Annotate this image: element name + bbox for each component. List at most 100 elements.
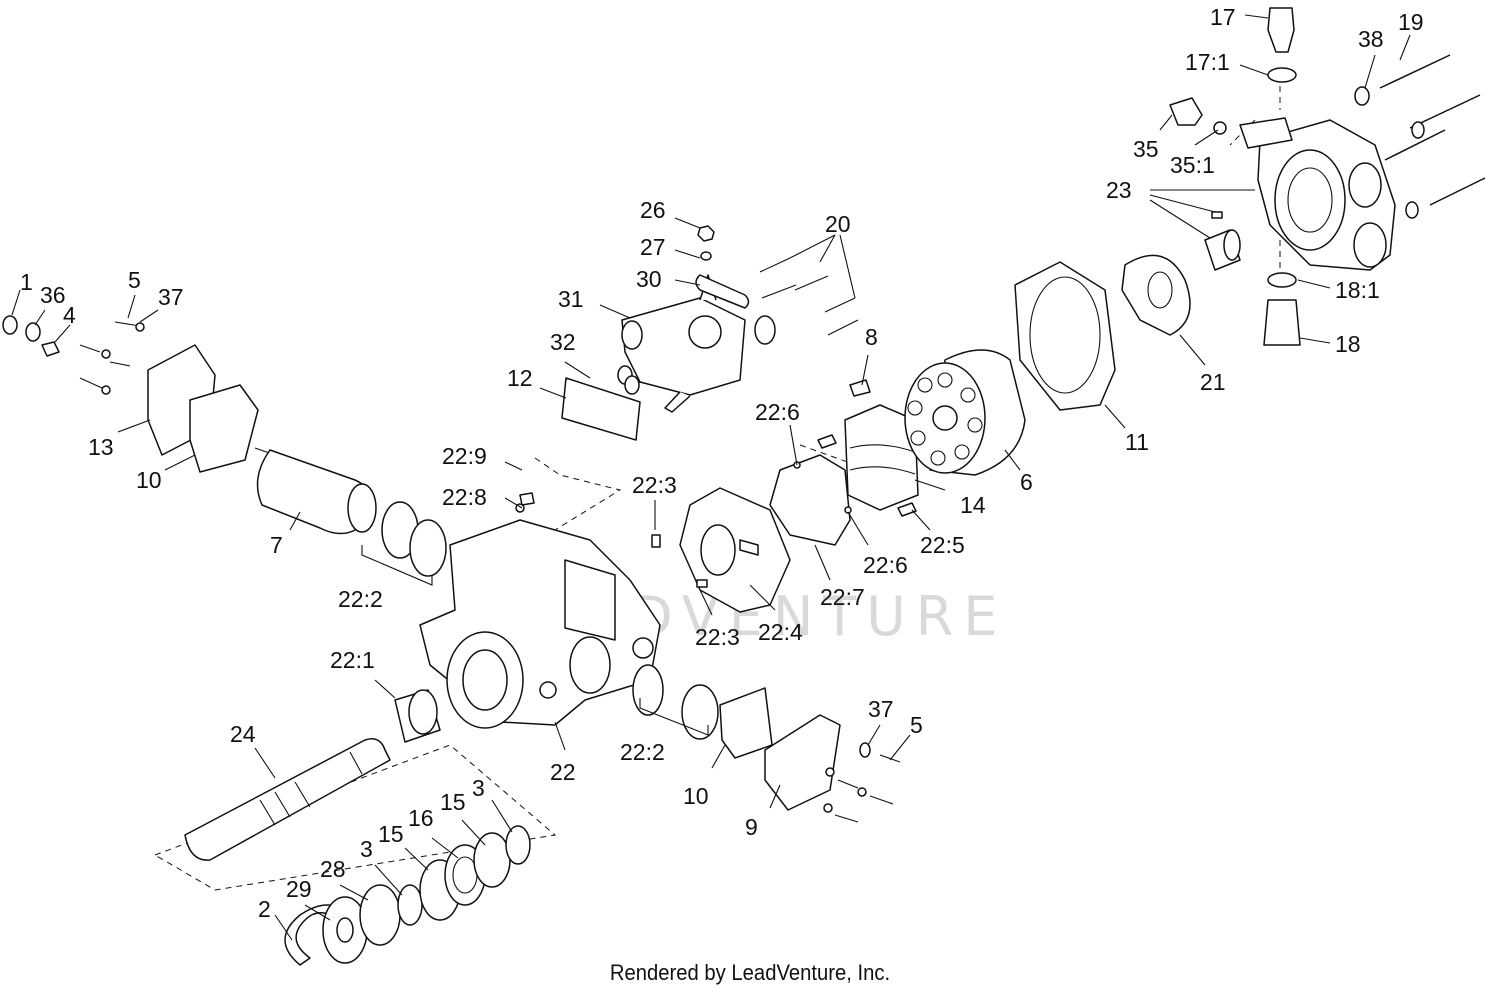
callout-13: 13	[88, 434, 114, 460]
alignment-line	[799, 444, 871, 471]
callout-38: 38	[1358, 26, 1384, 52]
callout-11: 11	[1125, 429, 1149, 455]
washer-36	[25, 322, 41, 342]
callout-22-6: 22:6	[863, 552, 908, 578]
callout-labels: 1 36 4 5 37 13 10 7 22:2 22:1 24 2 29 28…	[20, 4, 1424, 922]
callout-5: 5	[128, 267, 141, 293]
seal-ring-22-2	[409, 519, 447, 577]
servo-piston-7	[254, 447, 377, 535]
callout-17: 17	[1210, 4, 1236, 30]
ring-28	[359, 884, 401, 946]
callout-3: 3	[360, 836, 373, 862]
callout-22-2: 22:2	[620, 739, 665, 765]
callout-19: 19	[1398, 9, 1424, 35]
callout-37: 37	[868, 696, 894, 722]
sensor-35	[1169, 97, 1203, 126]
callout-22-6: 22:6	[755, 399, 800, 425]
o-ring-17-1	[1267, 67, 1297, 83]
callout-31: 31	[558, 286, 584, 312]
leader-lines	[11, 14, 1411, 941]
gasket-10-left	[189, 384, 259, 473]
snap-ring-3	[397, 884, 423, 926]
seal-ring-22-2	[681, 684, 719, 740]
drive-shaft-24	[184, 738, 391, 861]
o-ring-35-1	[1213, 121, 1227, 135]
footer-credit: Rendered by LeadVenture, Inc.	[609, 960, 891, 985]
alignment-line	[534, 457, 622, 531]
valve-plate-21	[1121, 254, 1191, 336]
screw-22-5	[897, 502, 917, 517]
cylinder-block-6	[904, 349, 1026, 476]
callout-30: 30	[636, 266, 662, 292]
washer-37	[859, 742, 871, 758]
callout-24: 24	[230, 721, 256, 747]
callout-17-1: 17:1	[1185, 49, 1230, 75]
gasket-11	[1014, 261, 1116, 411]
swash-block-14	[817, 404, 919, 517]
callout-37: 37	[158, 284, 184, 310]
callout-27: 27	[640, 234, 666, 260]
callout-22-7: 22:7	[820, 584, 865, 610]
callout-35: 35	[1133, 136, 1159, 162]
callout-7: 7	[270, 532, 283, 558]
callout-29: 29	[286, 876, 312, 902]
gasket-10-right	[719, 687, 773, 759]
left-cover-group	[2, 315, 259, 473]
callout-9: 9	[745, 814, 758, 840]
pump-housing-22	[419, 492, 661, 729]
callout-22-3: 22:3	[632, 472, 677, 498]
bolts-20	[759, 257, 859, 336]
end-cap	[1239, 117, 1396, 271]
washer-27	[700, 251, 712, 261]
callout-1: 1	[20, 269, 33, 295]
callout-22-5: 22:5	[920, 532, 965, 558]
callout-14: 14	[960, 492, 986, 518]
callout-32: 32	[550, 329, 576, 355]
callout-20: 20	[825, 211, 851, 237]
callout-16: 16	[408, 805, 434, 831]
check-valve-17	[1267, 7, 1295, 53]
callout-10: 10	[683, 783, 709, 809]
nut-4	[41, 341, 60, 357]
callout-22-2: 22:2	[338, 586, 383, 612]
bolts-19	[1354, 54, 1486, 219]
callout-18-1: 18:1	[1335, 277, 1380, 303]
callout-10: 10	[136, 467, 162, 493]
callout-15: 15	[378, 821, 404, 847]
callout-12: 12	[507, 365, 533, 391]
washer-38	[1354, 86, 1370, 106]
callout-21: 21	[1200, 369, 1226, 395]
shaft-ring-set	[284, 825, 531, 966]
callout-3: 3	[472, 775, 485, 801]
callout-22-8: 22:8	[442, 484, 487, 510]
callout-23: 23	[1106, 177, 1132, 203]
o-ring-18-1	[1267, 272, 1297, 288]
callout-22-3: 22:3	[695, 624, 740, 650]
cover-plate-9	[764, 714, 841, 811]
link-30	[695, 274, 750, 309]
gasket-12	[561, 377, 641, 441]
callout-28: 28	[320, 856, 346, 882]
callout-6: 6	[1020, 469, 1033, 495]
bolts-5-right	[823, 742, 901, 823]
callout-2: 2	[258, 896, 271, 922]
callout-15: 15	[440, 789, 466, 815]
check-valve-18	[1263, 299, 1301, 346]
control-valve-31	[621, 274, 776, 413]
callout-22-1: 22:1	[330, 647, 375, 673]
callout-8: 8	[865, 324, 878, 350]
callout-5: 5	[910, 712, 923, 738]
washer-1	[2, 315, 18, 335]
bushing-8	[849, 379, 871, 397]
callout-22-4: 22:4	[758, 619, 803, 645]
callout-26: 26	[640, 197, 666, 223]
nut-26	[697, 225, 715, 242]
pin-23	[1211, 211, 1223, 219]
thrust-washer-15	[473, 832, 511, 888]
callout-22: 22	[550, 759, 576, 785]
callout-18: 18	[1335, 331, 1361, 357]
seal-ring-22-2	[632, 664, 664, 716]
callout-35-1: 35:1	[1170, 152, 1215, 178]
